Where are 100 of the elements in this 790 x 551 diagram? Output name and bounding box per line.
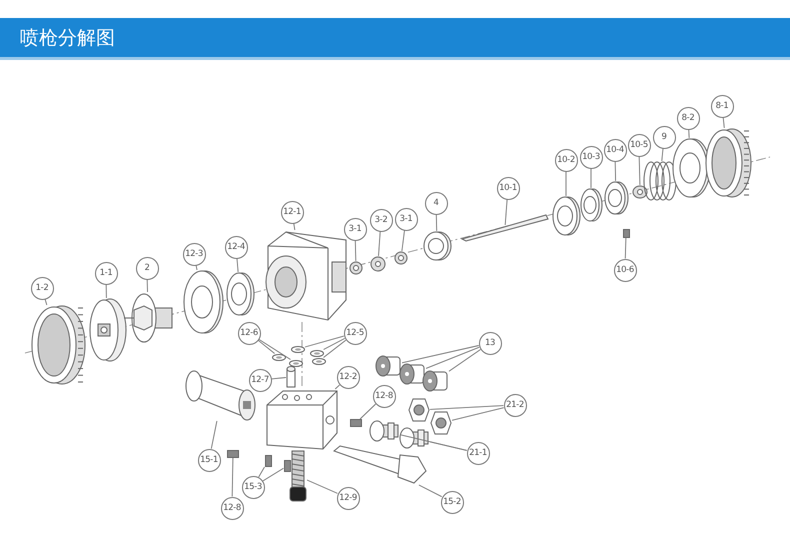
callout-number: 10-4 — [604, 138, 626, 162]
end-cap-drawing — [704, 128, 752, 198]
callout-number: 3-2 — [370, 208, 392, 232]
callout-number: 2 — [136, 256, 158, 280]
nut-drawing — [408, 398, 430, 422]
block-drawing — [265, 389, 339, 451]
callout-number: 8-2 — [676, 106, 700, 130]
leader-line — [401, 230, 405, 252]
washer-drawing — [579, 188, 603, 222]
bolt-drawing — [289, 450, 307, 502]
callout-number: 10-6 — [614, 258, 636, 282]
nut-drawing — [430, 411, 452, 435]
callout-number: 12-9 — [336, 486, 360, 510]
callout-number: 12-8 — [220, 496, 244, 520]
cap-drawing — [374, 353, 402, 379]
o-ring-drawing — [291, 346, 305, 352]
o-ring-drawing — [272, 354, 286, 360]
pin-drawing — [286, 366, 296, 388]
callout-number: 12-4 — [224, 236, 248, 258]
callout-number: 1-1 — [94, 262, 118, 284]
seal-ring-drawing — [551, 196, 581, 236]
callout-number: 12-3 — [182, 242, 206, 266]
leader-line — [262, 468, 284, 482]
cap-drawing — [398, 361, 426, 387]
leader-line — [306, 480, 338, 494]
fitting-drawing — [349, 261, 363, 275]
o-ring-drawing — [310, 350, 324, 356]
leader-line — [638, 156, 640, 186]
air-cap-drawing — [87, 298, 127, 362]
callout-number: 21-2 — [504, 394, 526, 416]
leader-line — [624, 237, 626, 259]
fitting-drawing — [368, 419, 400, 443]
callout-number: 12-1 — [280, 200, 304, 224]
leader-line — [452, 407, 504, 421]
leader-line — [258, 466, 265, 478]
leader-line — [270, 377, 286, 380]
leader-line — [426, 346, 480, 369]
callout-number: 3-1 — [394, 208, 418, 230]
cap-drawing — [421, 368, 449, 394]
fitting-drawing — [632, 185, 648, 199]
leader-line — [378, 231, 381, 256]
callout-number: 12-2 — [336, 366, 360, 388]
callout-number: 8-1 — [710, 94, 734, 118]
callout-number: 4 — [424, 192, 448, 214]
leader-line — [430, 405, 504, 410]
set-screw-drawing — [284, 460, 290, 472]
leader-line — [323, 340, 346, 358]
callout-number: 10-1 — [496, 176, 520, 200]
leader-line — [354, 240, 356, 262]
callout-number: 12-8 — [372, 384, 396, 408]
leader-line — [334, 384, 340, 390]
leader-line — [504, 199, 508, 226]
o-ring-drawing — [289, 360, 303, 366]
leader-line — [448, 349, 481, 372]
callout-number: 10-5 — [628, 134, 650, 156]
leader-line — [236, 258, 239, 272]
leader-line — [430, 441, 468, 451]
callout-number: 13 — [478, 332, 502, 354]
callout-number: 9 — [652, 126, 676, 148]
set-screw-drawing — [264, 455, 272, 467]
needle-drawing — [460, 212, 550, 242]
set-screw-drawing — [622, 228, 630, 238]
leader-line — [293, 222, 296, 230]
leader-line — [210, 420, 218, 450]
leader-line — [323, 338, 346, 350]
leader-line — [402, 345, 480, 364]
callout-number: 15-2 — [440, 490, 464, 514]
title-banner: 喷枪分解图 — [0, 18, 790, 60]
callout-number: 12-6 — [238, 322, 260, 344]
fitting-drawing — [370, 256, 386, 272]
ring-nut-drawing — [30, 305, 86, 385]
leader-line — [106, 284, 107, 298]
leader-line — [436, 214, 438, 232]
leader-line — [722, 116, 725, 128]
washer-drawing — [603, 181, 629, 215]
leader-line — [360, 404, 376, 420]
leader-line — [688, 129, 690, 138]
sleeve-drawing — [422, 231, 452, 261]
callout-number: 15-1 — [198, 448, 220, 472]
long-bolt-drawing — [332, 445, 428, 485]
spring-drawing — [643, 161, 677, 201]
set-screw-drawing — [350, 419, 362, 427]
ring-drawing — [225, 272, 255, 316]
leader-line — [44, 298, 48, 306]
o-ring-drawing — [312, 358, 326, 364]
leader-line — [614, 161, 616, 182]
callout-number: 12-7 — [248, 368, 272, 392]
leader-line — [258, 340, 276, 354]
leader-line — [304, 336, 344, 348]
leader-line — [258, 338, 291, 360]
callout-number: 10-3 — [580, 146, 602, 168]
callout-number: 10-2 — [554, 148, 578, 172]
callout-number: 12-5 — [344, 322, 366, 344]
leader-line — [661, 148, 664, 162]
fitting-drawing — [398, 426, 430, 450]
leader-line — [590, 168, 592, 188]
callout-number: 21-1 — [466, 442, 490, 464]
fitting-drawing — [394, 251, 408, 265]
leader-line — [418, 484, 442, 498]
callout-number: 1-2 — [30, 276, 54, 300]
